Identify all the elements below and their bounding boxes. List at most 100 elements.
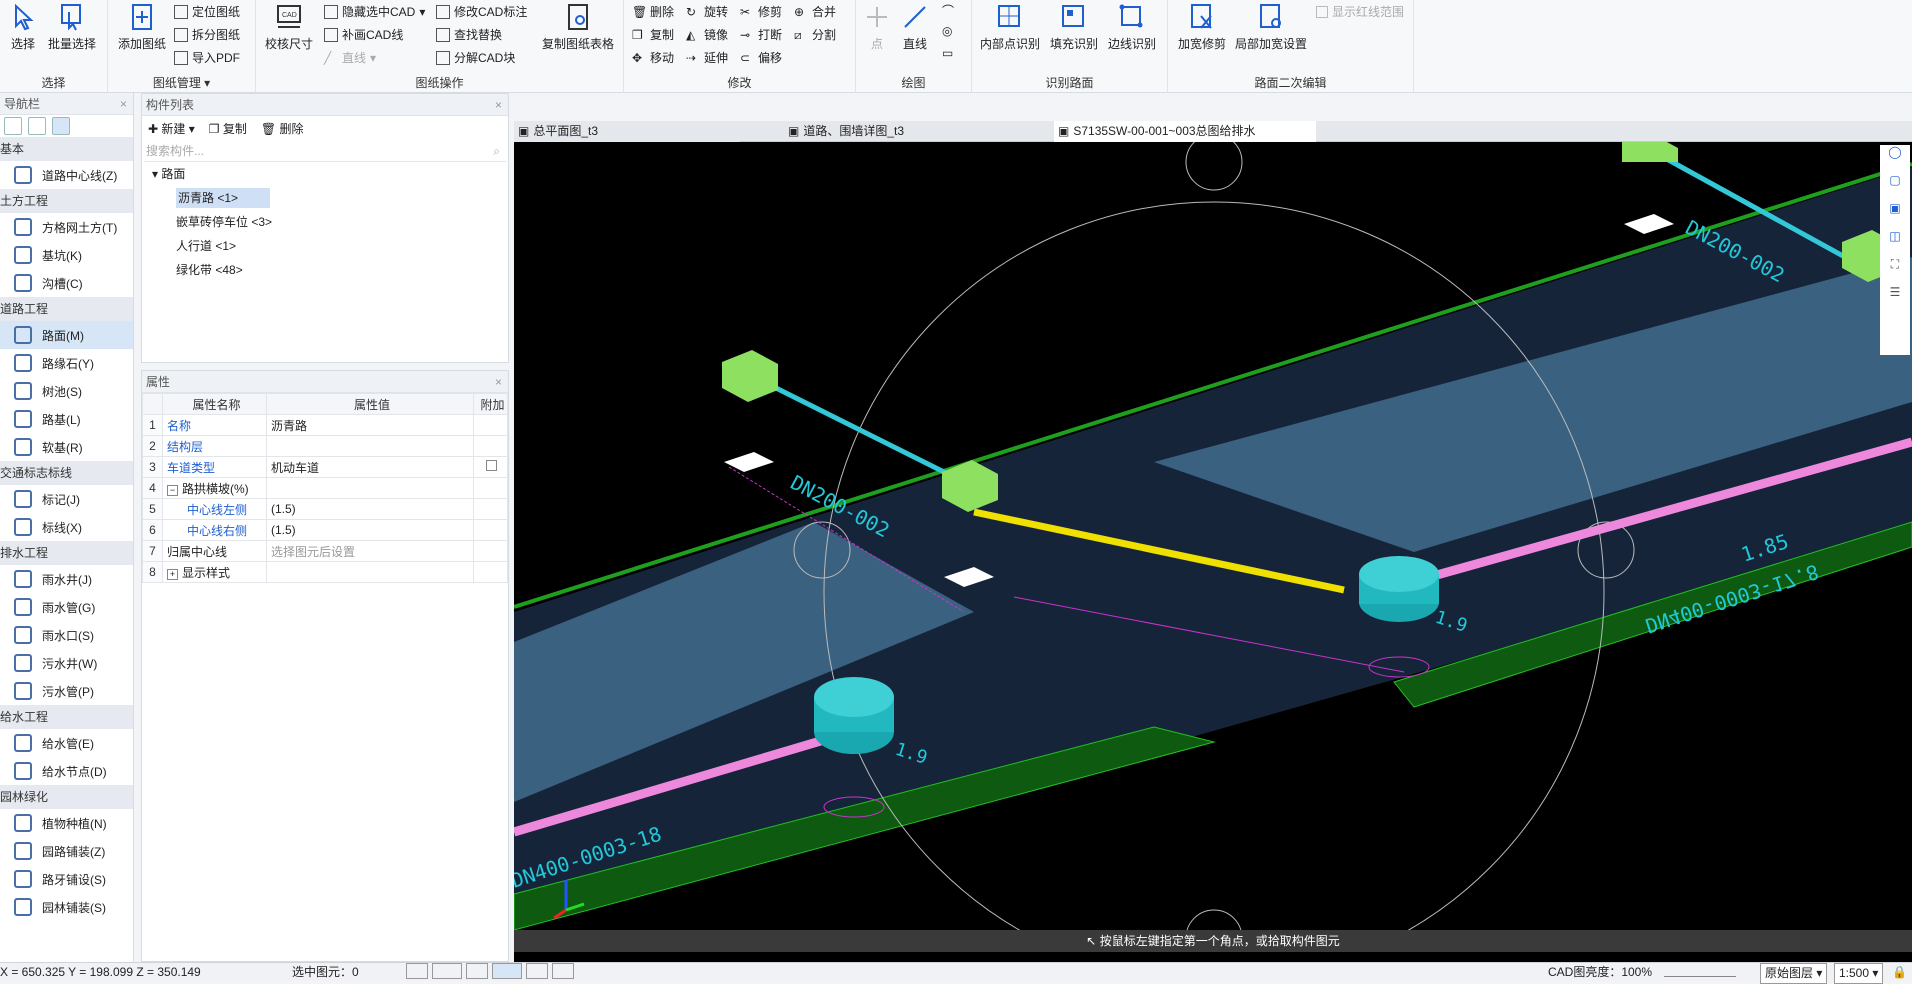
close-icon[interactable]: ×	[494, 375, 502, 389]
nav-section[interactable]: 道路工程	[0, 297, 133, 321]
nav-item[interactable]: 给水管(E)	[0, 729, 133, 757]
circle-icon[interactable]: ◎	[942, 24, 953, 38]
patch-cad-button[interactable]: 补画CAD线	[324, 26, 403, 43]
nav-item[interactable]: 路缘石(Y)	[0, 349, 133, 377]
new-component-button[interactable]: ✚ 新建 ▾	[148, 121, 195, 136]
widen-trim-button[interactable]: 加宽修剪	[1176, 2, 1228, 52]
copy-component-button[interactable]: ❐ 复制	[208, 121, 247, 136]
split-drawing-button[interactable]: 拆分图纸	[174, 26, 240, 43]
nav-item[interactable]: 园林铺装(S)	[0, 893, 133, 921]
copy-table-button[interactable]: 复制图纸表格	[538, 2, 618, 52]
nav-item[interactable]: 沟槽(C)	[0, 269, 133, 297]
line-dropdown[interactable]: ╱直线 ▾	[324, 50, 377, 66]
track-icon[interactable]	[552, 963, 574, 979]
tree-item[interactable]: 人行道 <1>	[142, 234, 508, 258]
point-button[interactable]: 点	[862, 2, 892, 52]
nav-item[interactable]: 植物种植(N)	[0, 809, 133, 837]
list-view-icon[interactable]	[28, 117, 46, 135]
tree-item[interactable]: 嵌草砖停车位 <3>	[142, 210, 508, 234]
nav-item[interactable]: 给水节点(D)	[0, 757, 133, 785]
close-icon[interactable]: ×	[119, 97, 127, 111]
nav-section[interactable]: 基本	[0, 137, 133, 161]
split-button[interactable]: ⧄分割	[794, 26, 836, 43]
nav-item[interactable]: 树池(S)	[0, 377, 133, 405]
tab-drawing-3[interactable]: ▣S7135SW-00-001~003总图给排水	[1054, 121, 1316, 142]
scale-select[interactable]: 1:500 ▾	[1834, 963, 1884, 984]
detail-view-icon[interactable]	[52, 117, 70, 135]
property-value[interactable]: 选择图元后设置	[266, 540, 474, 562]
modify-cad-mark-button[interactable]: 修改CAD标注	[436, 3, 527, 20]
property-value[interactable]: (1.5)	[266, 519, 474, 541]
delete-component-button[interactable]: 🗑 删除	[260, 121, 304, 136]
mirror-button[interactable]: ◭镜像	[686, 26, 728, 43]
nav-item[interactable]: 雨水管(G)	[0, 593, 133, 621]
collapse-icon[interactable]	[4, 117, 22, 135]
nav-item[interactable]: 道路中心线(Z)	[0, 161, 133, 189]
nav-item[interactable]: 基坑(K)	[0, 241, 133, 269]
snap-icon[interactable]	[492, 963, 522, 979]
nav-item[interactable]: 路牙铺设(S)	[0, 865, 133, 893]
move-button[interactable]: ✥移动	[632, 49, 674, 66]
offset-button[interactable]: ⊂偏移	[740, 49, 782, 66]
property-value[interactable]: 沥青路	[266, 414, 474, 436]
property-value[interactable]: (1.5)	[266, 498, 474, 520]
component-search-input[interactable]: 搜索构件...⌕	[144, 140, 506, 162]
fullscreen-icon[interactable]: ⛶	[1890, 257, 1900, 271]
layer-icon[interactable]	[526, 963, 548, 979]
property-value[interactable]	[266, 561, 474, 583]
arc-icon[interactable]: ⌒	[942, 4, 955, 18]
local-widen-button[interactable]: 局部加宽设置	[1234, 2, 1308, 52]
nav-item[interactable]: 标线(X)	[0, 513, 133, 541]
settings-icon[interactable]: ☰	[1889, 285, 1901, 299]
merge-button[interactable]: ⊕合并	[794, 3, 836, 20]
brightness-slider[interactable]	[1664, 967, 1736, 977]
ortho-icon[interactable]	[406, 963, 428, 979]
collapse-icon[interactable]: −	[167, 484, 178, 496]
split-view-icon[interactable]: ◫	[1889, 229, 1901, 243]
drawing-mgmt-title[interactable]: 图纸管理 ▾	[152, 76, 211, 90]
expand-icon[interactable]: +	[167, 568, 178, 580]
nav-item[interactable]: 污水井(W)	[0, 649, 133, 677]
tree-item[interactable]: 沥青路 <1>	[142, 186, 508, 210]
nav-item[interactable]: 标记(J)	[0, 485, 133, 513]
nav-item[interactable]: 软基(R)	[0, 433, 133, 461]
cad-canvas[interactable]: DN200-002 DN200-002 DN400-0003-17.8 DN40…	[514, 142, 1912, 962]
nav-item[interactable]: 路基(L)	[0, 405, 133, 433]
trim-button[interactable]: ✂修剪	[740, 3, 782, 20]
nav-section[interactable]: 给水工程	[0, 705, 133, 729]
property-value[interactable]	[266, 477, 474, 499]
copy-button[interactable]: ❐复制	[632, 26, 674, 43]
rotate-button[interactable]: ↻旋转	[686, 3, 728, 20]
find-replace-button[interactable]: 查找替换	[436, 26, 502, 43]
nav-item[interactable]: 方格网土方(T)	[0, 213, 133, 241]
locate-drawing-button[interactable]: 定位图纸	[174, 3, 240, 20]
tab-drawing-2[interactable]: ▣道路、围墙详图_t3	[784, 121, 1010, 142]
show-red-line-checkbox[interactable]: 显示红线范围	[1316, 3, 1404, 20]
select-button[interactable]: 选择	[6, 2, 40, 52]
nav-item[interactable]: 雨水口(S)	[0, 621, 133, 649]
lock-icon[interactable]: 🔒	[1892, 965, 1907, 979]
cube-view-icon[interactable]: ▣	[1889, 201, 1901, 215]
nav-section[interactable]: 土方工程	[0, 189, 133, 213]
tree-item[interactable]: 绿化带 <48>	[142, 258, 508, 282]
cross-icon[interactable]	[466, 963, 488, 979]
layer-select[interactable]: 原始图层 ▾	[1760, 963, 1828, 984]
orbit-icon[interactable]: ◯	[1888, 145, 1902, 159]
nav-item[interactable]: 雨水井(J)	[0, 565, 133, 593]
property-value[interactable]: 机动车道	[266, 456, 474, 478]
batch-select-button[interactable]: 批量选择	[46, 2, 98, 52]
fill-recognize-button[interactable]: 填充识别	[1048, 2, 1100, 52]
nav-section[interactable]: 交通标志标线	[0, 461, 133, 485]
extend-button[interactable]: ⇢延伸	[686, 49, 728, 66]
nav-item[interactable]: 污水管(P)	[0, 677, 133, 705]
import-pdf-button[interactable]: 导入PDF	[174, 49, 240, 66]
select-mode-icon[interactable]	[432, 963, 462, 979]
nav-section[interactable]: 园林绿化	[0, 785, 133, 809]
nav-item[interactable]: 园路铺装(Z)	[0, 837, 133, 865]
